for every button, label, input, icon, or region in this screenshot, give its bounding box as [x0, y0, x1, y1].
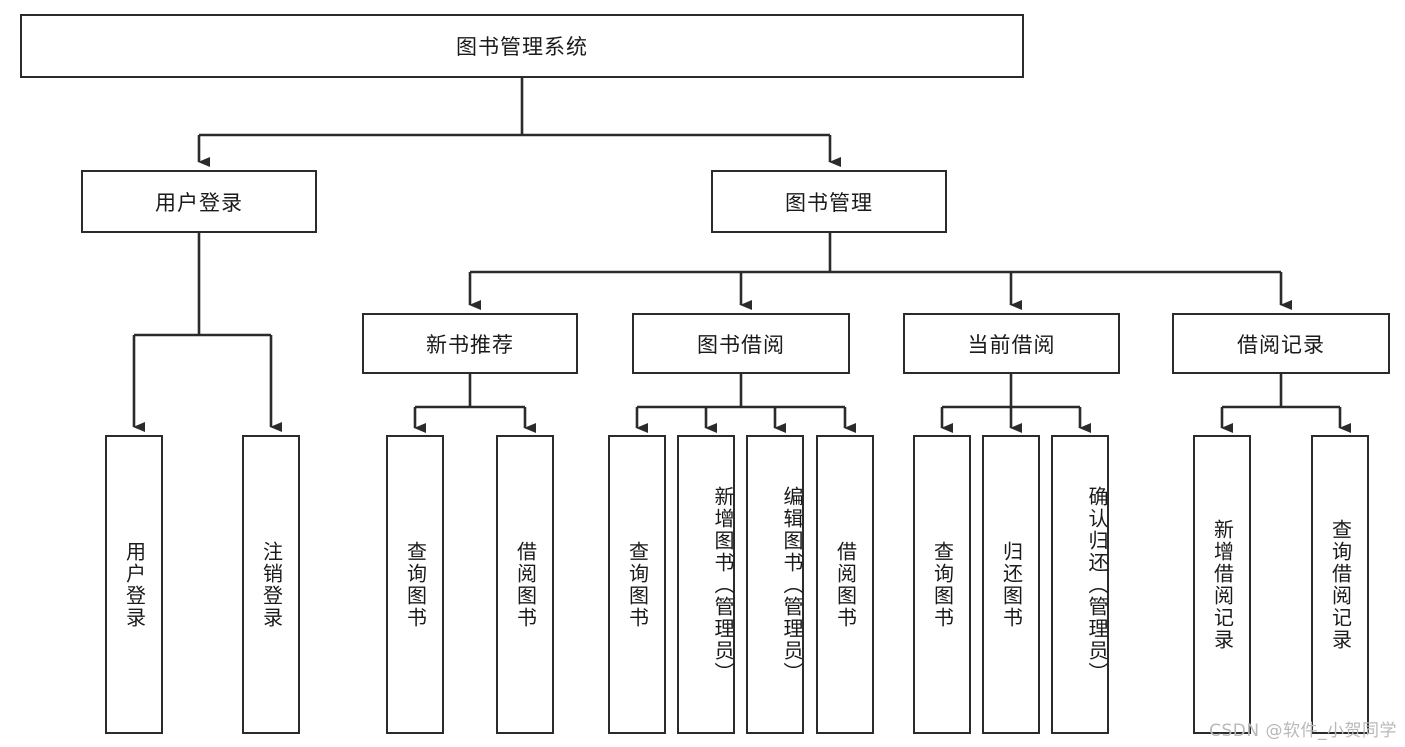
node-leaf-query-book-1-label: 查询图书: [403, 540, 428, 629]
node-current-borrow[interactable]: 当前借阅: [903, 313, 1120, 374]
node-leaf-query-book-2-label: 查询图书: [625, 540, 650, 629]
node-leaf-borrow-book-1[interactable]: 借阅图书: [496, 435, 554, 734]
node-leaf-user-logout[interactable]: 注销登录: [242, 435, 300, 734]
node-leaf-query-book-1[interactable]: 查询图书: [386, 435, 444, 734]
node-new-book-rec[interactable]: 新书推荐: [362, 313, 578, 374]
node-leaf-add-book[interactable]: 新增图书（管理员）: [677, 435, 735, 734]
node-root[interactable]: 图书管理系统: [20, 14, 1024, 78]
node-leaf-add-record[interactable]: 新增借阅记录: [1193, 435, 1251, 734]
node-book-manage[interactable]: 图书管理: [711, 170, 947, 233]
node-leaf-user-login[interactable]: 用户登录: [105, 435, 163, 734]
node-leaf-return-book-label: 归还图书: [999, 540, 1024, 629]
node-leaf-query-book-3-label: 查询图书: [930, 540, 955, 629]
node-borrow-record[interactable]: 借阅记录: [1172, 313, 1390, 374]
node-root-label: 图书管理系统: [456, 35, 588, 59]
node-leaf-query-book-2[interactable]: 查询图书: [608, 435, 666, 734]
node-leaf-borrow-book-2[interactable]: 借阅图书: [816, 435, 874, 734]
node-leaf-query-book-3[interactable]: 查询图书: [913, 435, 971, 734]
node-leaf-query-record[interactable]: 查询借阅记录: [1311, 435, 1369, 734]
node-leaf-query-record-label: 查询借阅记录: [1328, 518, 1353, 651]
node-leaf-borrow-book-1-label: 借阅图书: [513, 540, 538, 629]
node-book-borrow-label: 图书借阅: [697, 332, 785, 357]
node-leaf-add-record-label: 新增借阅记录: [1210, 518, 1235, 651]
node-leaf-add-book-label: 新增图书（管理员）: [711, 485, 735, 684]
node-leaf-user-logout-label: 注销登录: [259, 540, 284, 629]
node-leaf-edit-book-label: 编辑图书（管理员）: [780, 485, 804, 684]
node-leaf-borrow-book-2-label: 借阅图书: [833, 540, 858, 629]
node-user-login-label: 用户登录: [155, 190, 243, 215]
node-leaf-edit-book[interactable]: 编辑图书（管理员）: [746, 435, 804, 734]
node-book-manage-label: 图书管理: [785, 190, 873, 215]
csdn-watermark: CSDN @软件_小贺同学: [1209, 721, 1397, 741]
node-leaf-user-login-label: 用户登录: [122, 540, 147, 629]
node-current-borrow-label: 当前借阅: [967, 332, 1056, 357]
node-book-borrow[interactable]: 图书借阅: [632, 313, 850, 374]
node-user-login[interactable]: 用户登录: [81, 170, 317, 233]
node-leaf-return-book[interactable]: 归还图书: [982, 435, 1040, 734]
node-new-book-rec-label: 新书推荐: [426, 332, 514, 357]
node-borrow-record-label: 借阅记录: [1237, 332, 1325, 357]
node-leaf-confirm-return-label: 确认归还（管理员）: [1085, 485, 1109, 684]
node-leaf-confirm-return[interactable]: 确认归还（管理员）: [1051, 435, 1109, 734]
